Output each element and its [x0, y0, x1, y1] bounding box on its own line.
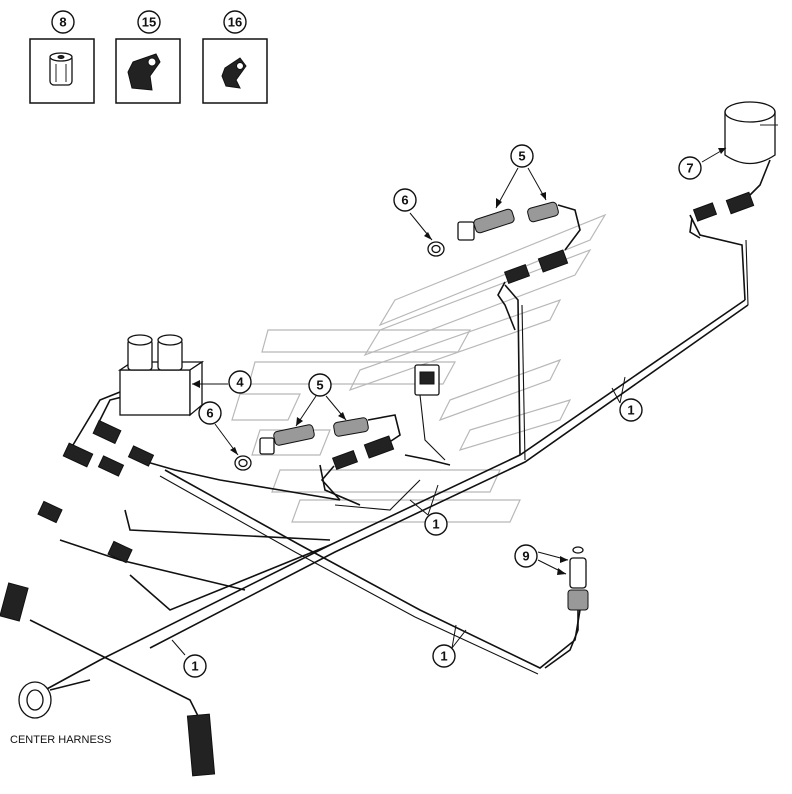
callout-4-label: 4	[236, 375, 244, 390]
callout-1-right: 1	[611, 376, 643, 422]
callout-1-center-label: 1	[432, 517, 439, 532]
callout-5-top: 5	[495, 144, 547, 209]
connector-pair-center	[259, 364, 440, 501]
reference-box-16	[202, 38, 268, 104]
left-connectors	[0, 419, 155, 622]
callout-1-left: 1	[171, 639, 207, 678]
callout-7: 7	[678, 147, 727, 180]
callout-5-center-label: 5	[316, 378, 323, 393]
callout-9-label: 9	[522, 549, 529, 564]
callout-7-label: 7	[686, 161, 693, 176]
valve-block	[117, 334, 205, 417]
callout-1-center: 1	[409, 484, 448, 536]
callout-16: 16	[223, 10, 247, 34]
connector-pair-top	[457, 201, 581, 331]
callout-6-top: 6	[393, 188, 433, 241]
callout-16-label: 16	[228, 15, 242, 30]
callout-1-left-label: 1	[191, 659, 198, 674]
main-harness-wires	[29, 214, 749, 741]
callout-15-label: 15	[142, 15, 156, 30]
callout-6-top-label: 6	[401, 193, 408, 208]
callout-5-center: 5	[295, 373, 347, 427]
callout-6-bottom: 6	[198, 401, 239, 456]
nut-6-bottom	[234, 455, 252, 471]
center-harness-connector	[18, 679, 216, 777]
callout-4: 4	[192, 370, 252, 394]
callout-1-bottom: 1	[432, 624, 467, 668]
callout-1-right-label: 1	[627, 403, 634, 418]
callout-15: 15	[137, 10, 161, 34]
nut-6-top	[427, 241, 445, 257]
callout-8: 8	[51, 10, 75, 34]
reference-box-15	[115, 38, 181, 104]
callout-9: 9	[514, 544, 569, 575]
sensor-7	[689, 101, 778, 239]
callout-6-bottom-label: 6	[206, 406, 213, 421]
callout-8-label: 8	[59, 15, 66, 30]
reference-box-8	[29, 38, 95, 104]
sensor-9	[544, 546, 589, 669]
callout-1-bottom-label: 1	[440, 649, 447, 664]
callout-5-top-label: 5	[518, 149, 525, 164]
center-harness-label: CENTER HARNESS	[10, 734, 111, 746]
